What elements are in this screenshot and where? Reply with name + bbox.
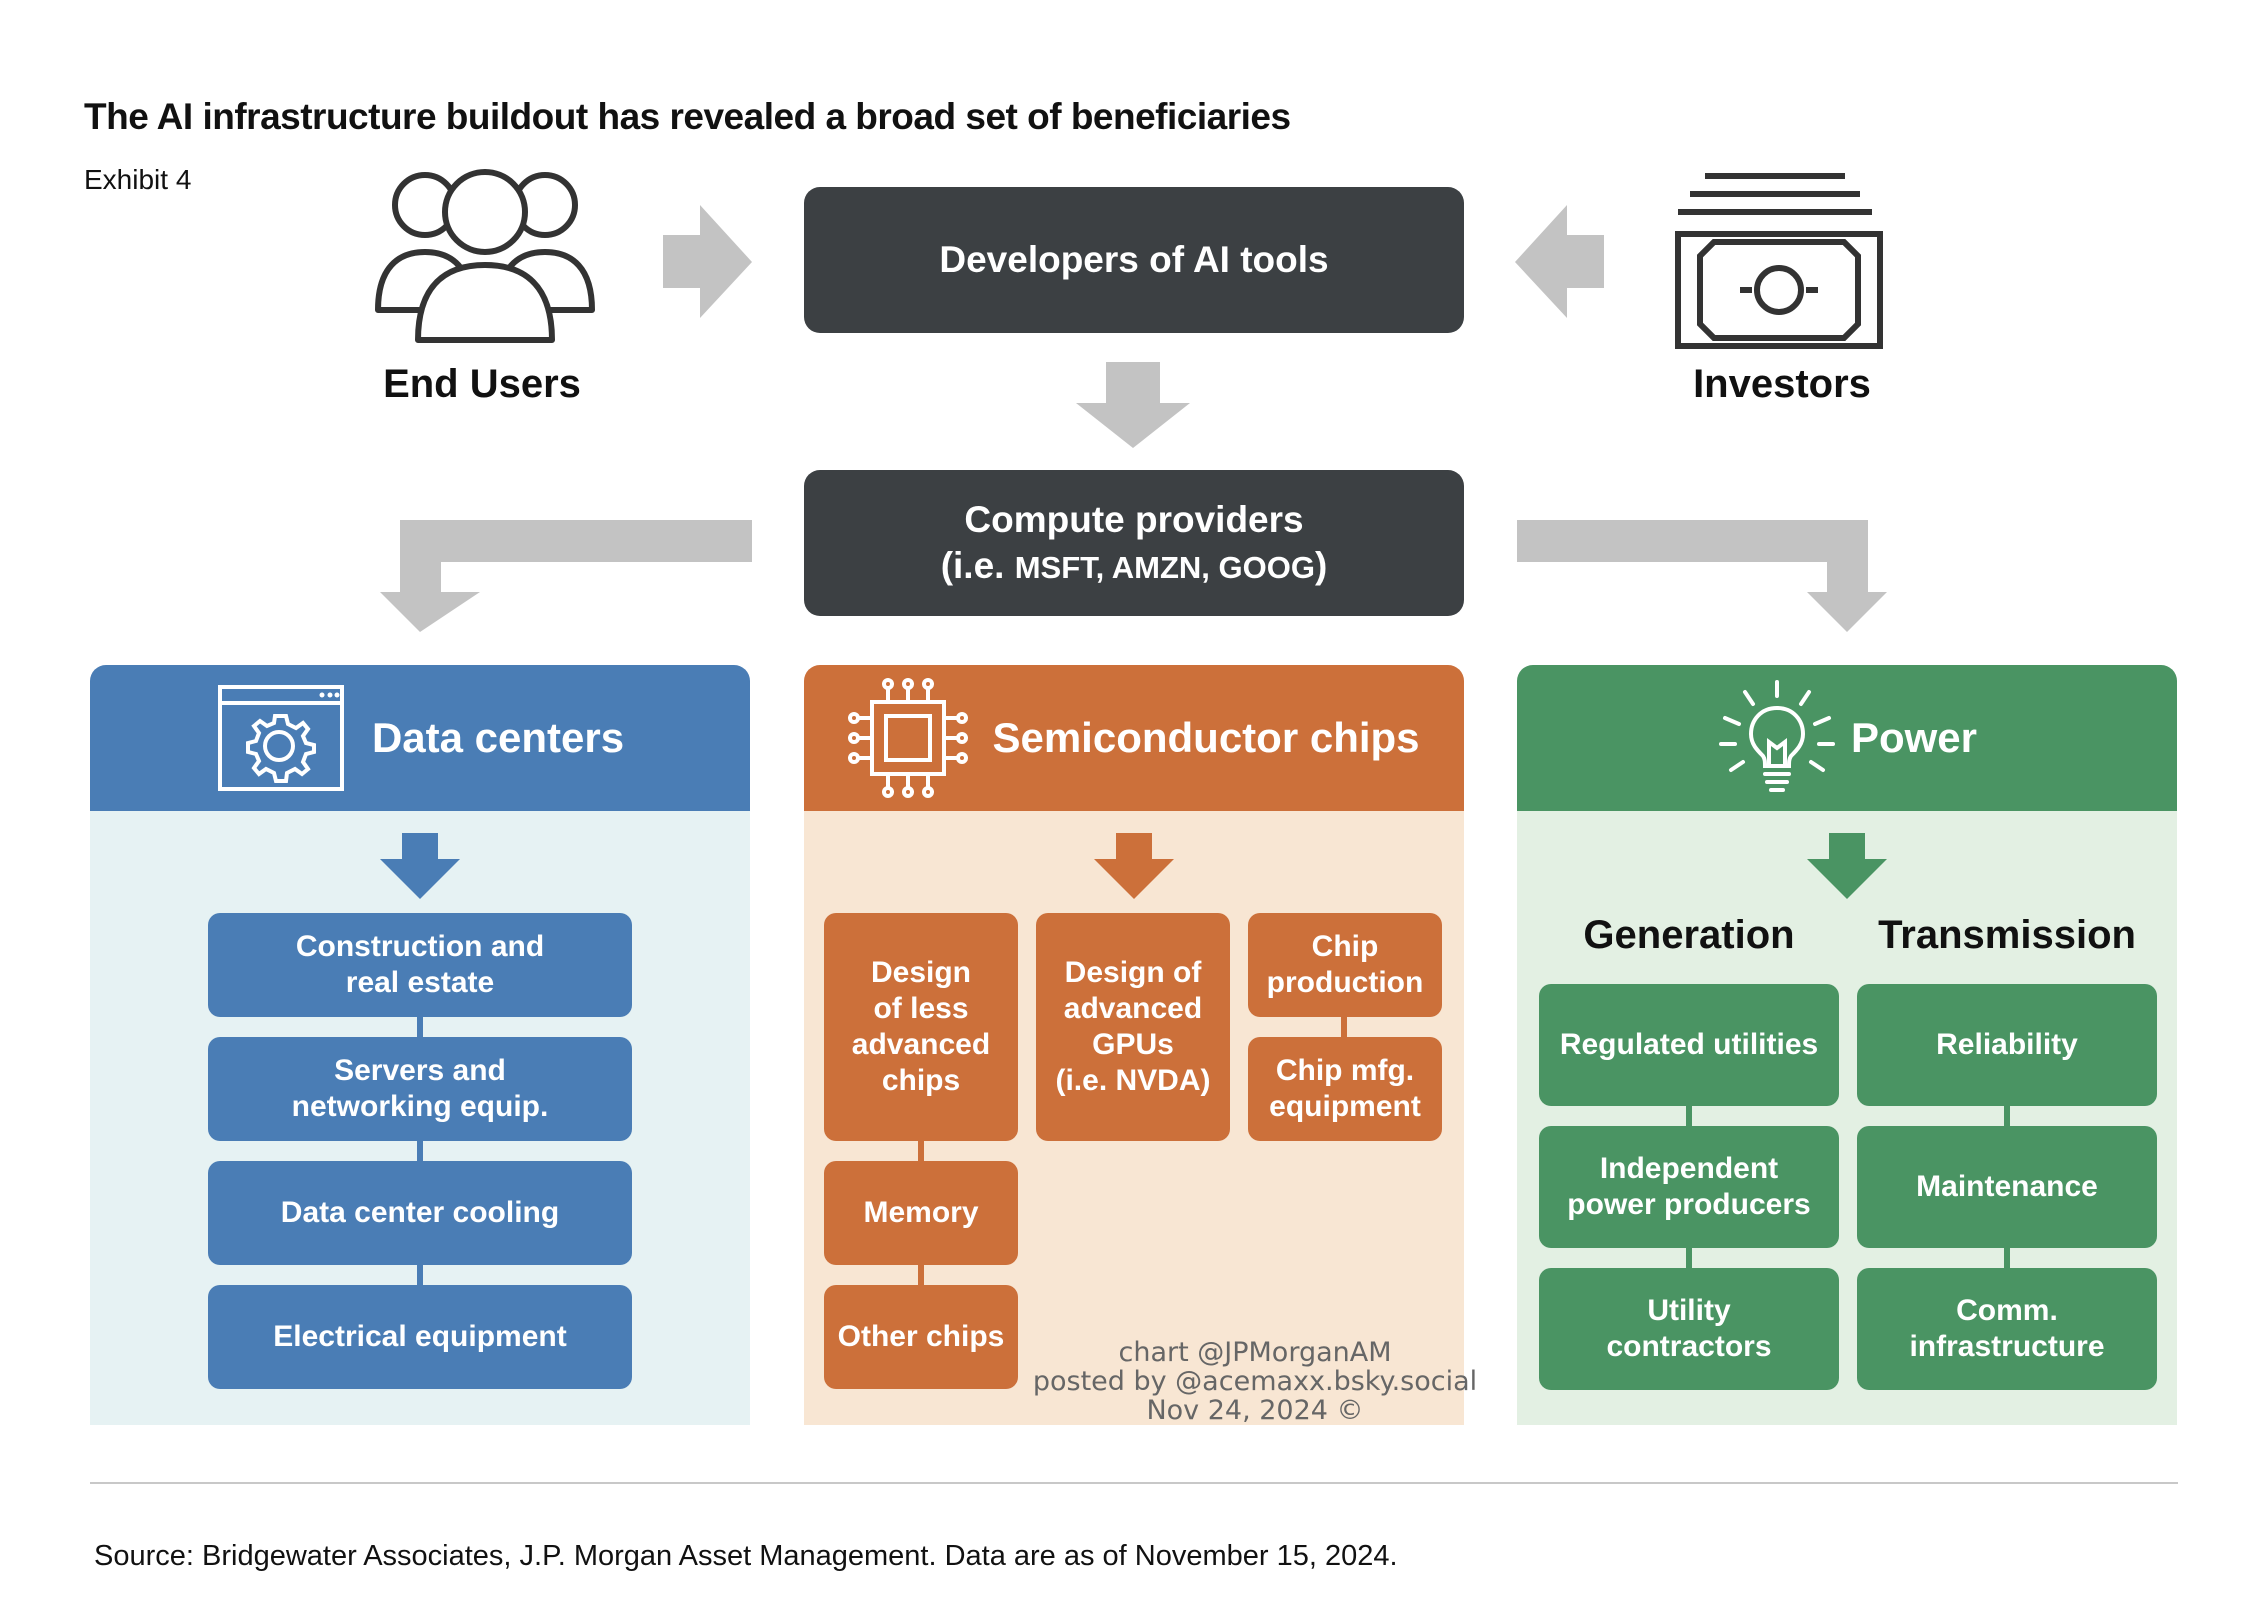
arrow-down-green xyxy=(1807,833,1887,899)
money-icon xyxy=(1675,173,1883,349)
gear-window-icon xyxy=(217,685,344,791)
transmission-heading: Transmission xyxy=(1878,913,2136,957)
item-construction: Construction and real estate xyxy=(208,913,632,1017)
compute-providers-box: Compute providers (i.e. MSFT, AMZN, GOOG… xyxy=(804,470,1464,616)
power-title: Power xyxy=(1850,714,1978,761)
data-centers-title: Data centers xyxy=(371,714,625,761)
page-title: The AI infrastructure buildout has revea… xyxy=(84,96,1291,137)
panel-semiconductors: Semiconductor chips Design of less advan… xyxy=(804,665,1464,1425)
investors-label: Investors xyxy=(1693,362,1871,406)
compute-prefix: (i.e. xyxy=(940,545,1015,586)
flow-arrows xyxy=(380,205,1887,632)
watermark-line-1: chart @JPMorganAM xyxy=(1118,1337,1392,1368)
source-note: Source: Bridgewater Associates, J.P. Mor… xyxy=(94,1540,1398,1572)
chip-icon xyxy=(848,678,969,798)
arrow-right-elbow xyxy=(1517,520,1887,632)
item-memory: Memory xyxy=(824,1161,1018,1265)
lightbulb-icon xyxy=(1718,680,1835,792)
arrow-down-blue xyxy=(380,833,460,899)
arrow-left-elbow xyxy=(380,520,752,632)
power-header: Power xyxy=(1517,665,2177,811)
item-regulated-utilities: Regulated utilities xyxy=(1539,984,1839,1106)
compute-tickers: MSFT, AMZN, GOOG xyxy=(1014,550,1315,585)
item-design-less-advanced: Design of less advanced chips xyxy=(824,913,1018,1141)
item-comm-infrastructure: Comm. infrastructure xyxy=(1857,1268,2157,1390)
arrow-down xyxy=(1076,362,1190,448)
semiconductors-title: Semiconductor chips xyxy=(992,714,1420,761)
item-servers: Servers and networking equip. xyxy=(208,1037,632,1141)
item-cooling: Data center cooling xyxy=(208,1161,632,1265)
footer-divider xyxy=(90,1482,2178,1484)
watermark: chart @JPMorganAM posted by @acemaxx.bsk… xyxy=(1000,1338,1510,1425)
exhibit-label: Exhibit 4 xyxy=(84,164,192,195)
data-centers-header: Data centers xyxy=(90,665,750,811)
developers-box: Developers of AI tools xyxy=(804,187,1464,333)
item-electrical: Electrical equipment xyxy=(208,1285,632,1389)
watermark-line-3: Nov 24, 2024 © xyxy=(1146,1395,1364,1426)
item-independent-power-producers: Independent power producers xyxy=(1539,1126,1839,1248)
panel-power: Power Generation Transmission Regulated … xyxy=(1517,665,2177,1425)
power-body: Generation Transmission Regulated utilit… xyxy=(1517,811,2177,1425)
semiconductors-body: Design of less advanced chips Design of … xyxy=(804,811,1464,1425)
arrow-down-orange xyxy=(1094,833,1174,899)
semis-connector-right xyxy=(1341,961,1347,1081)
panel-data-centers: Data centers Construction and real estat… xyxy=(90,665,750,1425)
item-chip-mfg-equipment: Chip mfg. equipment xyxy=(1248,1037,1442,1141)
item-reliability: Reliability xyxy=(1857,984,2157,1106)
compute-examples: (i.e. MSFT, AMZN, GOOG) xyxy=(941,545,1328,587)
users-icon xyxy=(375,169,595,343)
item-design-gpus: Design of advanced GPUs (i.e. NVDA) xyxy=(1036,913,1230,1141)
generation-heading: Generation xyxy=(1583,913,1795,957)
arrow-left xyxy=(1515,205,1604,318)
item-maintenance: Maintenance xyxy=(1857,1126,2157,1248)
compute-suffix: ) xyxy=(1314,545,1328,586)
arrow-right xyxy=(663,205,752,318)
data-centers-body: Construction and real estate Servers and… xyxy=(90,811,750,1425)
developers-label: Developers of AI tools xyxy=(939,239,1329,280)
item-other-chips: Other chips xyxy=(824,1285,1018,1389)
semiconductors-header: Semiconductor chips xyxy=(804,665,1464,811)
compute-title: Compute providers xyxy=(964,499,1304,540)
item-utility-contractors: Utility contractors xyxy=(1539,1268,1839,1390)
end-users-label: End Users xyxy=(383,362,581,406)
item-chip-production: Chip production xyxy=(1248,913,1442,1017)
watermark-line-2: posted by @acemaxx.bsky.social xyxy=(1032,1366,1478,1397)
